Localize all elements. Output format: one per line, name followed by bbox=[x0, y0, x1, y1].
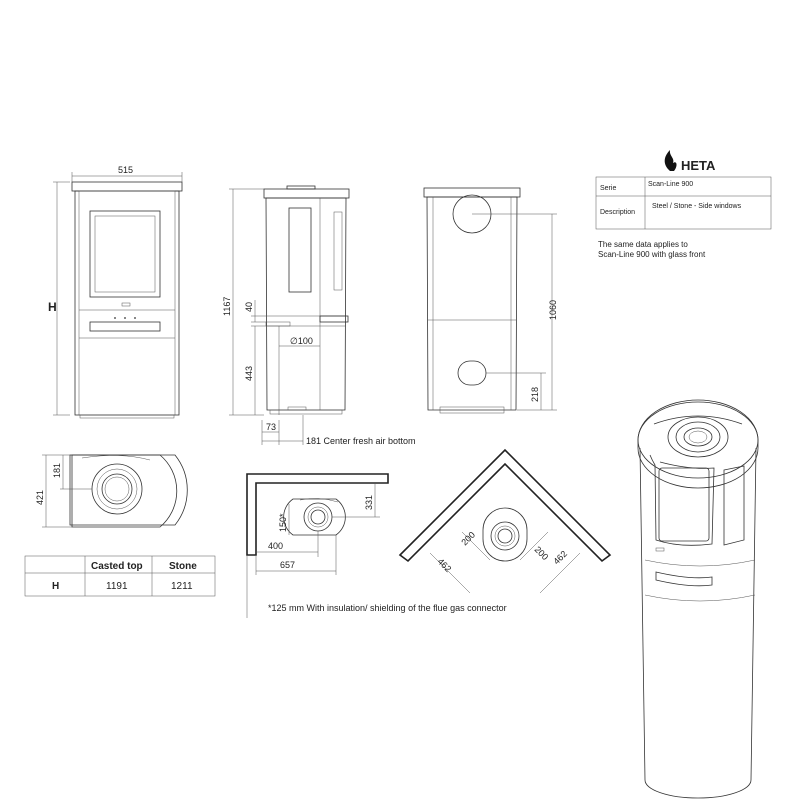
brand-block: HETA Serie Scan-Line 900 Description Ste… bbox=[595, 150, 772, 259]
front-view: 515 H bbox=[48, 165, 183, 419]
brand-name: HETA bbox=[681, 158, 716, 173]
dim-181-label: 181 bbox=[52, 463, 62, 478]
dim-462-right-label: 462 bbox=[551, 549, 569, 567]
heta-flame-icon bbox=[664, 150, 677, 171]
table-header-casted-top: Casted top bbox=[91, 561, 143, 572]
diameter-label: ∅100 bbox=[290, 336, 313, 346]
height-h-label: H bbox=[48, 300, 57, 314]
top-flue-outer bbox=[91, 463, 143, 515]
corner-placement-view: 462 200 200 462 bbox=[398, 448, 612, 594]
dim-200-right-label: 200 bbox=[533, 544, 551, 562]
total-height-label: 1167 bbox=[222, 297, 232, 316]
dim-421-label: 421 bbox=[35, 490, 45, 505]
note-line-2: Scan-Line 900 with glass front bbox=[598, 250, 706, 259]
dim-200-left-label: 200 bbox=[459, 530, 477, 548]
side-view: 1167 40 443 ∅100 73 181 Center fresh air… bbox=[222, 185, 416, 446]
top-view: 181 421 bbox=[35, 454, 188, 528]
dim-150-label: 150* bbox=[278, 513, 288, 532]
description-value: Steel / Stone - Side windows bbox=[652, 203, 742, 210]
note-line-1: The same data applies to bbox=[598, 240, 688, 249]
table-value-casted-top: 1191 bbox=[106, 581, 128, 592]
dim-400-label: 400 bbox=[268, 541, 283, 551]
table-row-h-label: H bbox=[52, 581, 59, 592]
dim-73-label: 73 bbox=[266, 422, 276, 432]
dim-657-label: 657 bbox=[280, 560, 295, 570]
dim-1060-label: 1060 bbox=[548, 300, 558, 320]
dim-462-left-label: 462 bbox=[436, 556, 454, 574]
series-value: Scan-Line 900 bbox=[648, 181, 693, 188]
dim-40-label: 40 bbox=[244, 302, 254, 312]
fresh-air-inlet bbox=[457, 360, 487, 386]
footnote: *125 mm With insulation/ shielding of th… bbox=[268, 603, 507, 613]
table-value-stone: 1211 bbox=[171, 581, 193, 592]
table-header-stone: Stone bbox=[169, 561, 197, 572]
wall-placement-view: 331 150* 400 657 bbox=[246, 473, 389, 575]
front-width-label: 515 bbox=[118, 165, 133, 175]
back-view: 1060 218 bbox=[423, 187, 558, 414]
dim-443-label: 443 bbox=[244, 366, 254, 381]
height-table: Casted top Stone H 1191 1211 bbox=[24, 555, 216, 597]
dim-331-label: 331 bbox=[364, 495, 374, 510]
fresh-air-label: 181 Center fresh air bottom bbox=[306, 436, 416, 446]
corner-flue-outer bbox=[490, 521, 520, 551]
description-label: Description bbox=[600, 209, 635, 216]
dim-218-label: 218 bbox=[530, 387, 540, 402]
series-label: Serie bbox=[600, 185, 616, 192]
stove-3d-view bbox=[637, 399, 759, 799]
